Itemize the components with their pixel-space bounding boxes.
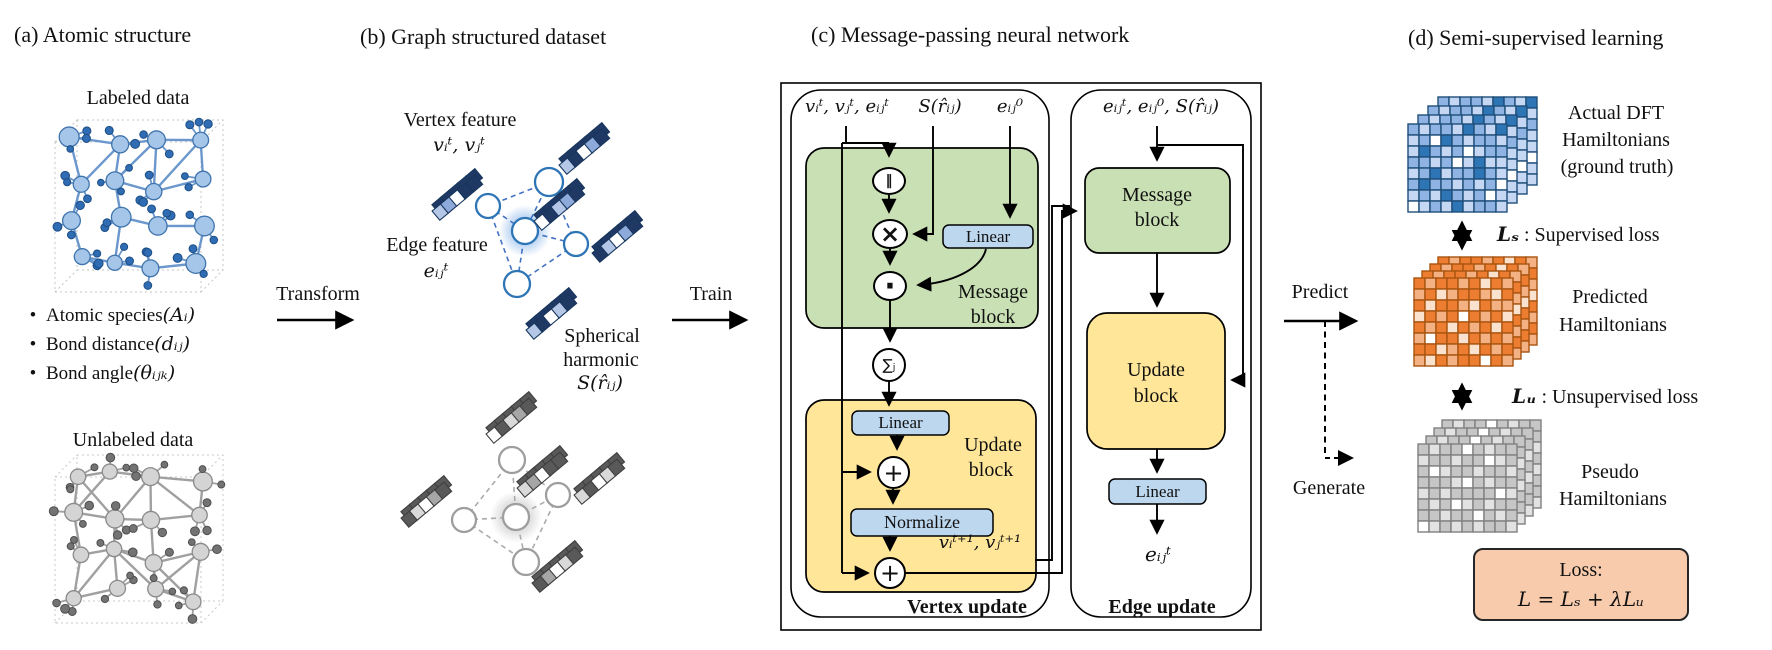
vertex-update-footer: Vertex update <box>907 596 1027 618</box>
train-label: Train <box>689 283 733 305</box>
bullet-math: (θᵢⱼₖ) <box>133 362 176 384</box>
unlabeled-data-caption: Unlabeled data <box>72 429 194 451</box>
vertex-wires <box>841 126 1078 581</box>
bullet-math: (Aᵢ) <box>162 304 195 326</box>
vertex-feature-math: vᵢᵗ, vⱼᵗ <box>433 134 485 156</box>
edge-feature-label: Edge feature <box>386 234 488 256</box>
loss-equation-box: Loss: L = Lₛ + λLᵤ <box>1473 548 1689 621</box>
pseudo-hamiltonians-matrix <box>1417 419 1542 533</box>
vertex-output-math: vᵢᵗ⁺¹, vⱼᵗ⁺¹ <box>938 532 1022 553</box>
wire-vertex-output-to-edge-message <box>906 203 1078 574</box>
edge-inputs-math: eᵢⱼᵗ, eᵢⱼ⁰, S(r̂ᵢⱼ) <box>1103 96 1219 117</box>
wire-edge-skip-into-update <box>1157 144 1246 388</box>
edge-update-block-label-line1: Update <box>1127 359 1185 381</box>
actual-hamiltonians-label-line3: (ground truth) <box>1560 156 1674 178</box>
predicted-hamiltonians-label-line2: Hamiltonians <box>1559 314 1667 336</box>
predicted-hamiltonians-label-line1: Predicted <box>1572 286 1648 308</box>
bullet-icon: • <box>29 305 37 326</box>
panel-b-title: (b) Graph structured dataset <box>360 24 607 49</box>
edge-message-block-label-line2: block <box>1134 209 1180 231</box>
vertex-message-linear-label: Linear <box>965 227 1011 246</box>
plus-operator-2: + <box>874 557 906 589</box>
unsupervised-loss-symbol: Lᵤ <box>1512 384 1537 408</box>
concat-operator: ‖ <box>872 167 906 195</box>
normalize-label: Normalize <box>884 512 960 532</box>
predict-label: Predict <box>1291 281 1349 303</box>
panel-d-title: (d) Semi-supervised learning <box>1408 25 1664 50</box>
actual-hamiltonians-label-line1: Actual DFT <box>1567 102 1665 124</box>
unlabeled-crystal-illustration <box>48 452 226 624</box>
vertex-message-block-label-line2: block <box>970 306 1016 328</box>
vertex-update-block <box>805 399 1037 593</box>
pseudo-hamiltonians-label-line1: Pseudo <box>1581 461 1639 483</box>
list-item: • Bond distance (dᵢⱼ) <box>20 333 195 362</box>
vertex-message-linear-box <box>942 224 1034 249</box>
vertex-update-linear-label: Linear <box>878 413 923 432</box>
vertex-update-block-label-line2: block <box>968 459 1014 481</box>
supervised-loss-symbol: Lₛ <box>1497 222 1519 246</box>
supervised-loss-text: : Supervised loss <box>1518 224 1660 246</box>
unsupervised-loss-text: : Unsupervised loss <box>1536 386 1699 408</box>
edge-wires <box>1149 126 1246 535</box>
vertex-edge0-math: eᵢⱼ⁰ <box>996 96 1024 117</box>
vertex-feature-label: Vertex feature <box>403 109 517 131</box>
edge-output-math: eᵢⱼᵗ <box>1144 542 1172 566</box>
loss-title: Loss: <box>1559 558 1603 581</box>
generate-label: Generate <box>1292 477 1366 499</box>
labeled-crystal-illustration <box>52 117 224 293</box>
pseudo-hamiltonians-label-line2: Hamiltonians <box>1559 488 1667 510</box>
edge-message-block-label-line1: Message <box>1122 184 1192 206</box>
plus-operator-1: + <box>877 456 910 489</box>
bullet-label: Bond angle <box>46 363 134 384</box>
list-item: • Atomic species (Aᵢ) <box>20 304 195 333</box>
supervised-loss-label: Lₛ : Supervised loss <box>1497 223 1660 247</box>
illustrations <box>48 96 1542 624</box>
bullet-math: (dᵢⱼ) <box>154 333 191 355</box>
bullet-icon: • <box>29 334 37 355</box>
panel-c-title: (c) Message-passing neural network <box>811 22 1130 47</box>
vertex-inputs-math: vᵢᵗ, vⱼᵗ, eᵢⱼᵗ <box>805 96 889 117</box>
edge-feature-math: eᵢⱼᵗ <box>423 260 449 282</box>
wire-vertex-output-parallel <box>1035 205 1070 561</box>
unsupervised-loss-label: Lᵤ : Unsupervised loss <box>1512 385 1698 409</box>
bullet-icon: • <box>29 363 37 384</box>
bullet-label: Bond distance <box>46 334 155 355</box>
blue-graph-illustration <box>431 121 644 341</box>
spherical-harmonic-label-line1: Spherical <box>564 325 640 347</box>
dot-product-operator: · <box>873 269 907 304</box>
labeled-data-caption: Labeled data <box>86 87 190 109</box>
actual-hamiltonians-label-line2: Hamiltonians <box>1562 129 1670 151</box>
edge-linear-label: Linear <box>1135 482 1180 501</box>
multiply-operator: × <box>872 219 908 249</box>
vertex-update-linear-box <box>851 410 950 436</box>
list-item: • Bond angle (θᵢⱼₖ) <box>20 362 195 391</box>
gray-graph-illustration <box>400 390 626 594</box>
wire-spherical-into-multiply <box>912 126 934 242</box>
actual-hamiltonians-matrix <box>1407 96 1538 213</box>
vertex-update-block-label-line1: Update <box>964 434 1022 456</box>
sum-operator: ∑ⱼ <box>872 348 906 382</box>
transform-label: Transform <box>276 283 360 305</box>
spherical-harmonic-math: S(r̂ᵢⱼ) <box>577 372 623 394</box>
edge-update-footer: Edge update <box>1108 596 1216 618</box>
edge-update-block <box>1086 312 1226 450</box>
edge-update-block-label-line2: block <box>1133 385 1179 407</box>
vertex-spherical-math: S(r̂ᵢⱼ) <box>918 96 962 117</box>
spherical-harmonic-label-line2: harmonic <box>563 349 639 371</box>
panel-a-title: (a) Atomic structure <box>14 22 192 47</box>
predicted-hamiltonians-matrix <box>1413 256 1538 367</box>
structure-descriptor-list: • Atomic species (Aᵢ) • Bond distance (d… <box>20 304 195 391</box>
vertex-message-block-label-line1: Message <box>958 281 1028 303</box>
loss-formula: L = Lₛ + λLᵤ <box>1517 586 1645 611</box>
wire-linear-to-dot <box>916 248 987 292</box>
normalize-box <box>850 508 994 537</box>
bullet-label: Atomic species <box>46 305 163 326</box>
